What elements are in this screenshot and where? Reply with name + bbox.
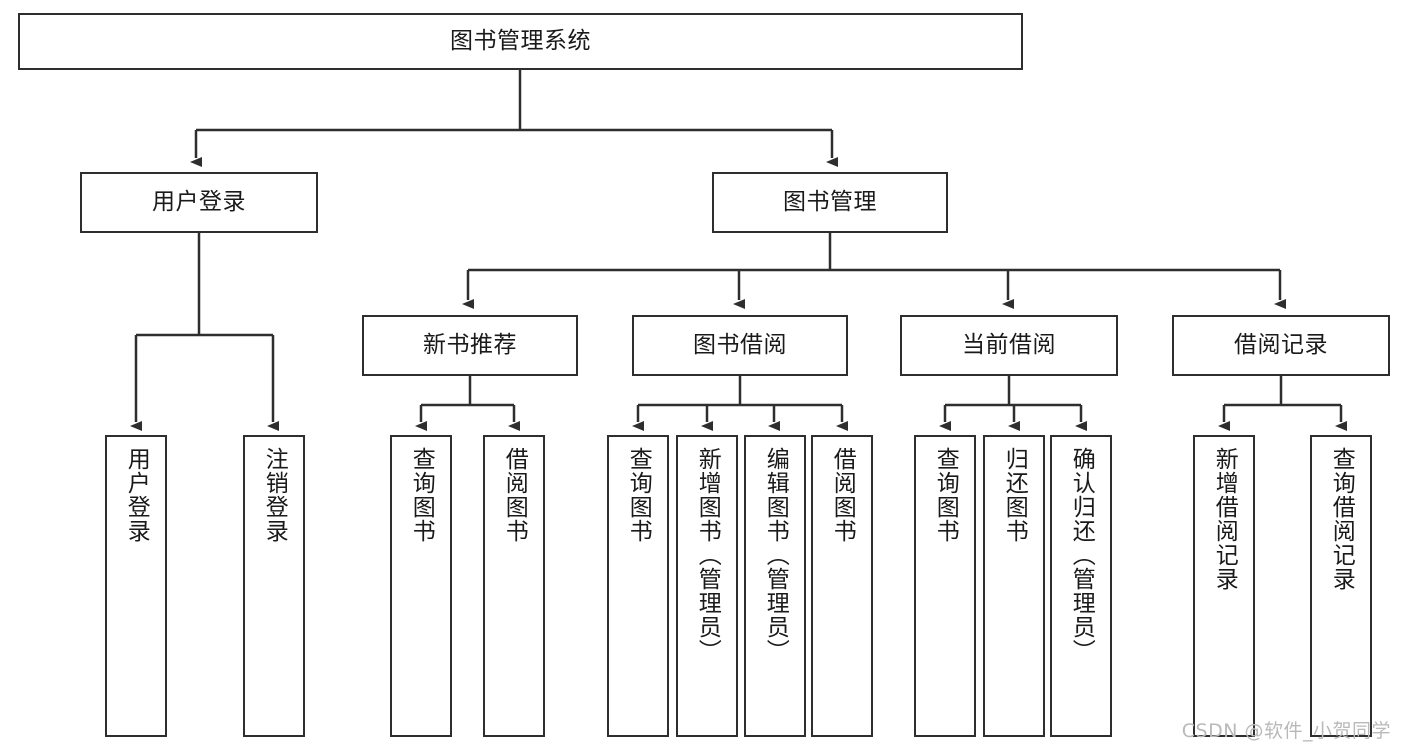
- node-leaf-confirm-return[interactable]: 确认归还（管理员）: [1050, 435, 1112, 737]
- node-user-login[interactable]: 用户登录: [80, 172, 318, 233]
- node-leaf-query-book-3[interactable]: 查询图书: [914, 435, 976, 737]
- node-leaf-user-login[interactable]: 用户登录: [105, 435, 167, 737]
- node-label: 借阅记录: [1234, 331, 1328, 358]
- node-leaf-add-book[interactable]: 新增图书（管理员）: [676, 435, 738, 737]
- node-book-manage[interactable]: 图书管理: [712, 172, 948, 233]
- csdn-watermark: CSDN @软件_小贺同学: [1181, 720, 1391, 742]
- node-label: 当前借阅: [962, 331, 1056, 358]
- node-leaf-borrow-book-1[interactable]: 借阅图书: [483, 435, 545, 737]
- node-label: 查询图书: [932, 447, 959, 543]
- node-label: 借阅图书: [829, 447, 856, 543]
- node-label: 用户登录: [123, 447, 150, 543]
- node-label: 新书推荐: [423, 331, 517, 358]
- node-root-system[interactable]: 图书管理系统: [18, 13, 1023, 70]
- node-leaf-return-book[interactable]: 归还图书: [983, 435, 1045, 737]
- node-new-book-recommend[interactable]: 新书推荐: [362, 315, 578, 376]
- node-leaf-query-record[interactable]: 查询借阅记录: [1310, 435, 1372, 737]
- node-leaf-borrow-book-2[interactable]: 借阅图书: [811, 435, 873, 737]
- node-book-borrow[interactable]: 图书借阅: [632, 315, 848, 376]
- node-label: 借阅图书: [501, 447, 528, 543]
- node-leaf-add-record[interactable]: 新增借阅记录: [1193, 435, 1255, 737]
- node-label: 图书借阅: [693, 331, 787, 358]
- node-leaf-query-book-2[interactable]: 查询图书: [607, 435, 669, 737]
- node-leaf-edit-book[interactable]: 编辑图书（管理员）: [744, 435, 806, 737]
- node-borrow-record[interactable]: 借阅记录: [1172, 315, 1390, 376]
- node-label: 确认归还（管理员）: [1068, 447, 1095, 663]
- node-leaf-query-book-1[interactable]: 查询图书: [390, 435, 452, 737]
- node-label: 查询图书: [408, 447, 435, 543]
- node-label: 归还图书: [1001, 447, 1028, 543]
- node-label: 查询图书: [625, 447, 652, 543]
- node-label: 图书管理系统: [450, 27, 591, 54]
- node-leaf-user-logout[interactable]: 注销登录: [243, 435, 305, 737]
- node-label: 编辑图书（管理员）: [762, 447, 789, 663]
- node-label: 新增借阅记录: [1211, 447, 1238, 591]
- node-label: 用户登录: [152, 188, 246, 215]
- node-label: 新增图书（管理员）: [694, 447, 721, 663]
- node-label: 查询借阅记录: [1328, 447, 1355, 591]
- node-label: 图书管理: [783, 188, 877, 215]
- node-current-borrow[interactable]: 当前借阅: [900, 315, 1118, 376]
- node-label: 注销登录: [261, 447, 288, 543]
